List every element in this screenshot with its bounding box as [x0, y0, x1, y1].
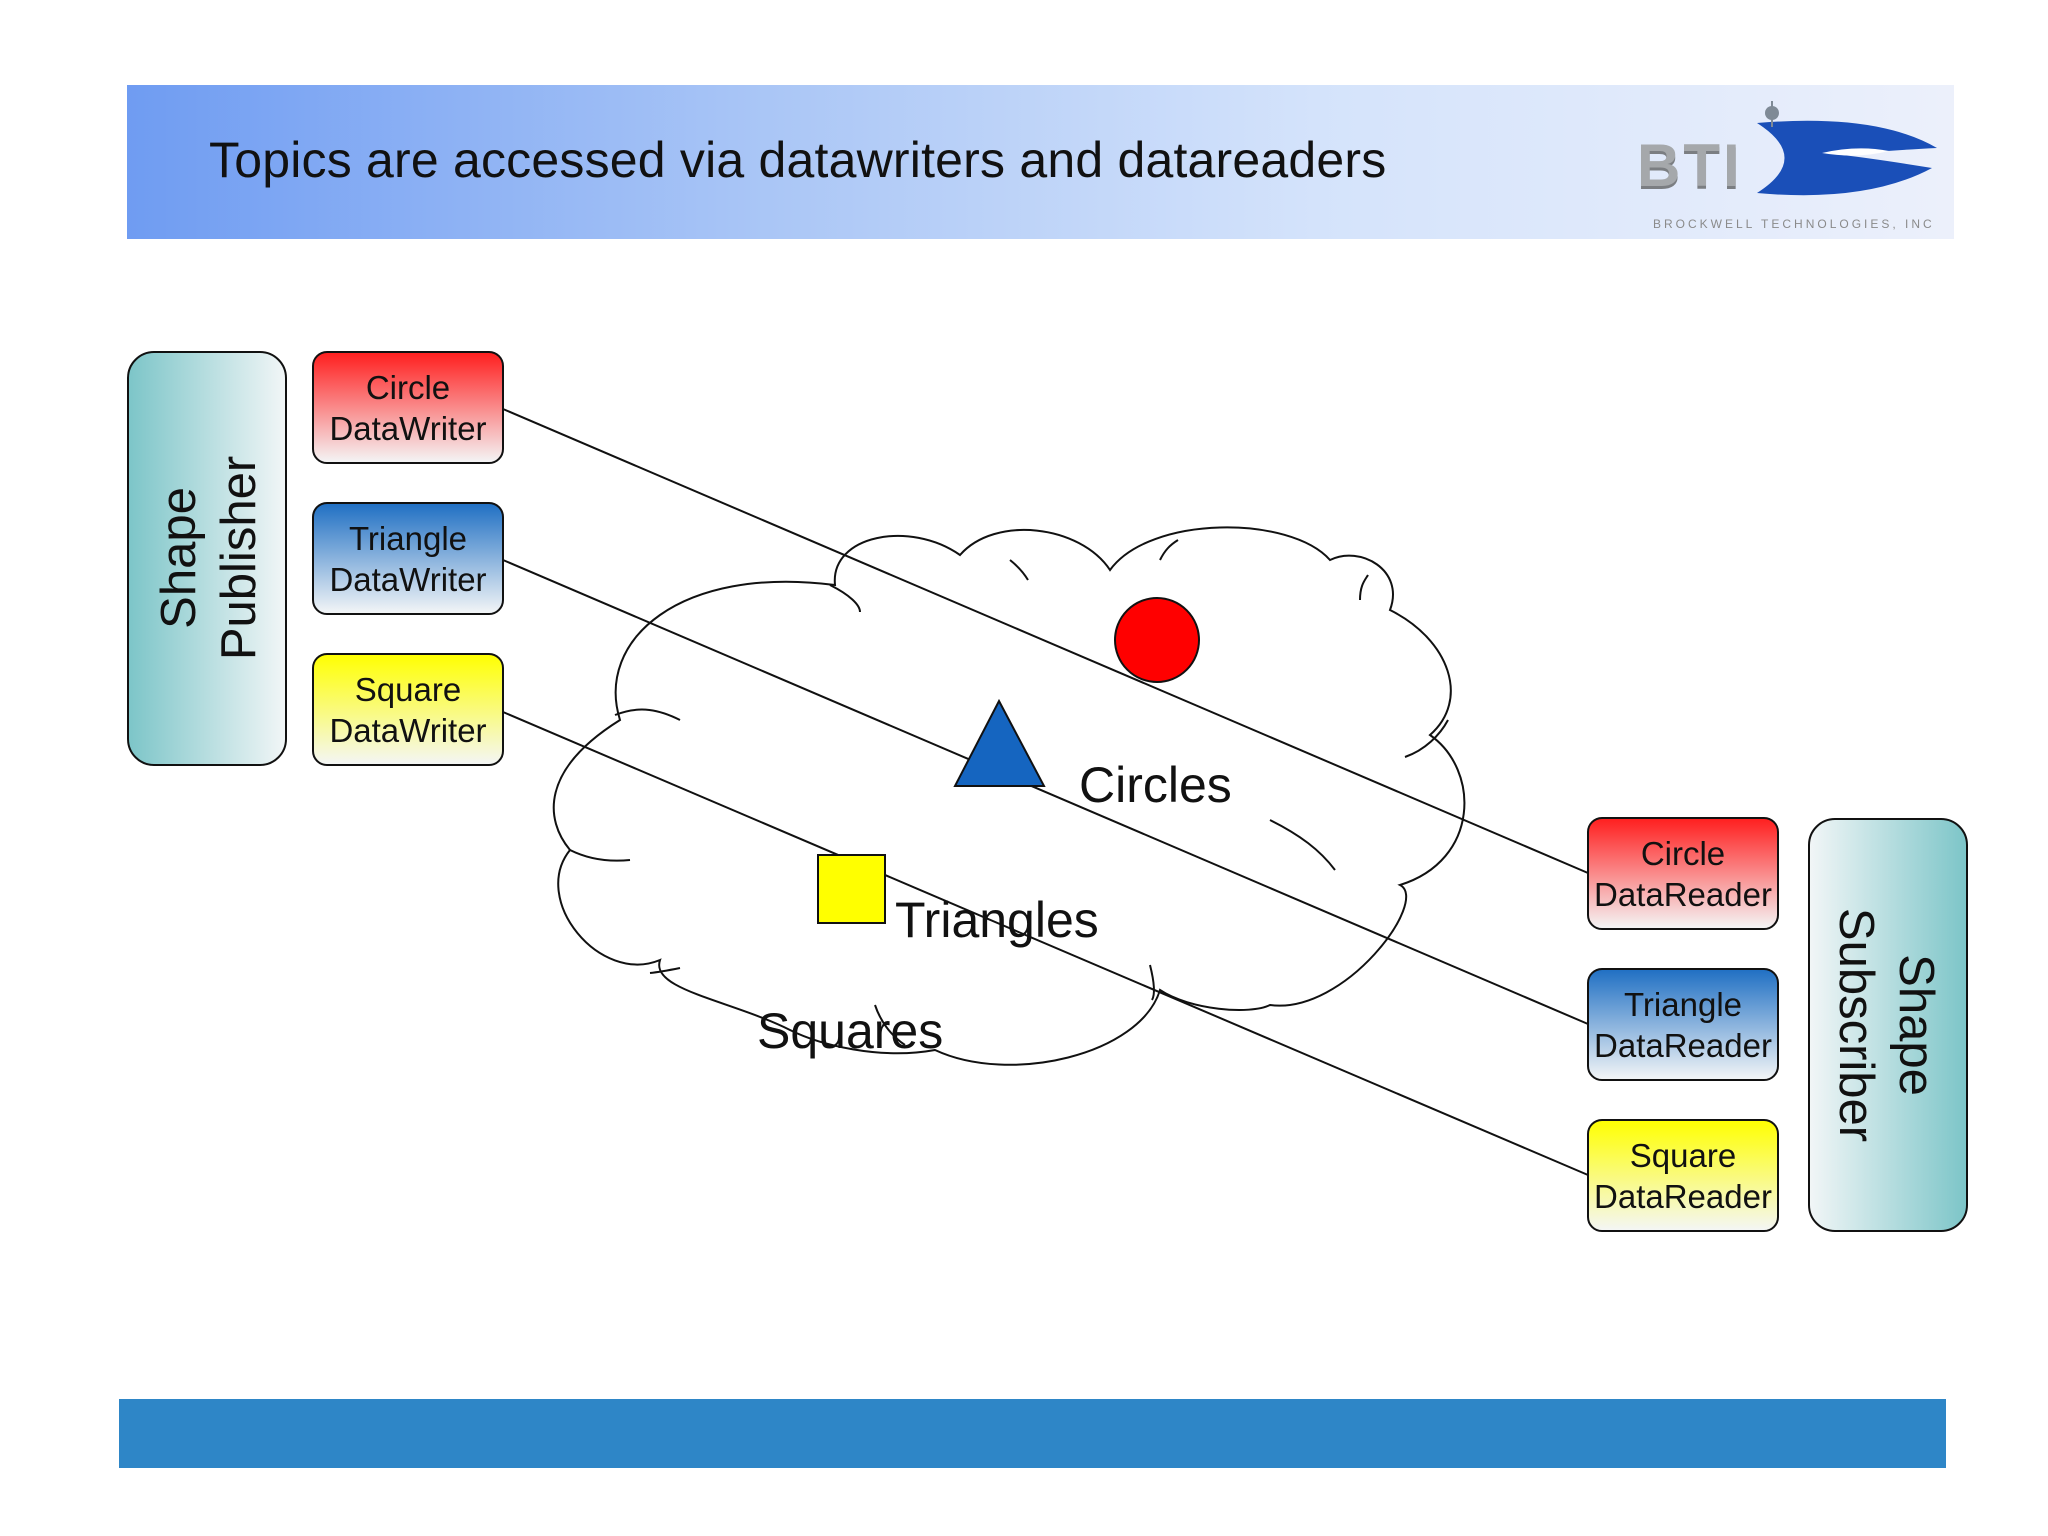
square-datawriter-line1: Square — [355, 671, 461, 708]
topic-label-squares: Squares — [757, 1003, 943, 1059]
subscriber-label-line1: Shape — [1889, 954, 1943, 1096]
triangle-shape — [953, 698, 1046, 787]
square-datareader: Square DataReader — [1587, 1119, 1779, 1232]
circle-link — [502, 408, 1589, 874]
square-datawriter-line2: DataWriter — [329, 712, 486, 749]
footer-bar — [119, 1399, 1946, 1468]
circle-datawriter-line2: DataWriter — [329, 410, 486, 447]
bti-logo: BTI BROCKWELL TECHNOLOGIES, INC — [1627, 93, 1947, 237]
square-datareader-line1: Square — [1630, 1137, 1736, 1174]
bti-logo-swoosh-icon — [1757, 101, 1937, 196]
triangle-datareader-line2: DataReader — [1594, 1027, 1772, 1064]
topic-label-circles: Circles — [1079, 757, 1232, 813]
circle-datareader-line1: Circle — [1641, 835, 1725, 872]
title-bar: Topics are accessed via datawriters and … — [127, 85, 1954, 239]
subscriber-label-line2: Subscriber — [1829, 908, 1883, 1142]
triangle-datawriter-line1: Triangle — [349, 520, 467, 557]
topic-cloud — [552, 526, 1466, 1066]
triangle-datareader: Triangle DataReader — [1587, 968, 1779, 1081]
circle-datareader: Circle DataReader — [1587, 817, 1779, 930]
slide-title: Topics are accessed via datawriters and … — [209, 132, 1387, 188]
circle-datareader-line2: DataReader — [1594, 876, 1772, 913]
triangle-datawriter: Triangle DataWriter — [312, 502, 504, 615]
shape-subscriber-box: Shape Subscriber — [1808, 818, 1968, 1232]
circle-shape — [1114, 597, 1200, 683]
publisher-label-line1: Shape — [152, 487, 206, 629]
square-datareader-line2: DataReader — [1594, 1178, 1772, 1215]
topic-label-triangles: Triangles — [895, 892, 1099, 948]
logo-text: BTI — [1637, 132, 1743, 199]
triangle-link — [502, 559, 1589, 1025]
triangle-datareader-line1: Triangle — [1624, 986, 1742, 1023]
triangle-datawriter-line2: DataWriter — [329, 561, 486, 598]
logo-tagline: BROCKWELL TECHNOLOGIES, INC — [1653, 217, 1935, 231]
shape-publisher-box: Shape Publisher — [127, 351, 287, 766]
publisher-label-line2: Publisher — [212, 456, 266, 660]
square-shape — [817, 854, 886, 924]
connection-lines — [502, 408, 1589, 1176]
circle-datawriter: Circle DataWriter — [312, 351, 504, 464]
circle-datawriter-line1: Circle — [366, 369, 450, 406]
square-link — [502, 711, 1589, 1176]
square-datawriter: Square DataWriter — [312, 653, 504, 766]
